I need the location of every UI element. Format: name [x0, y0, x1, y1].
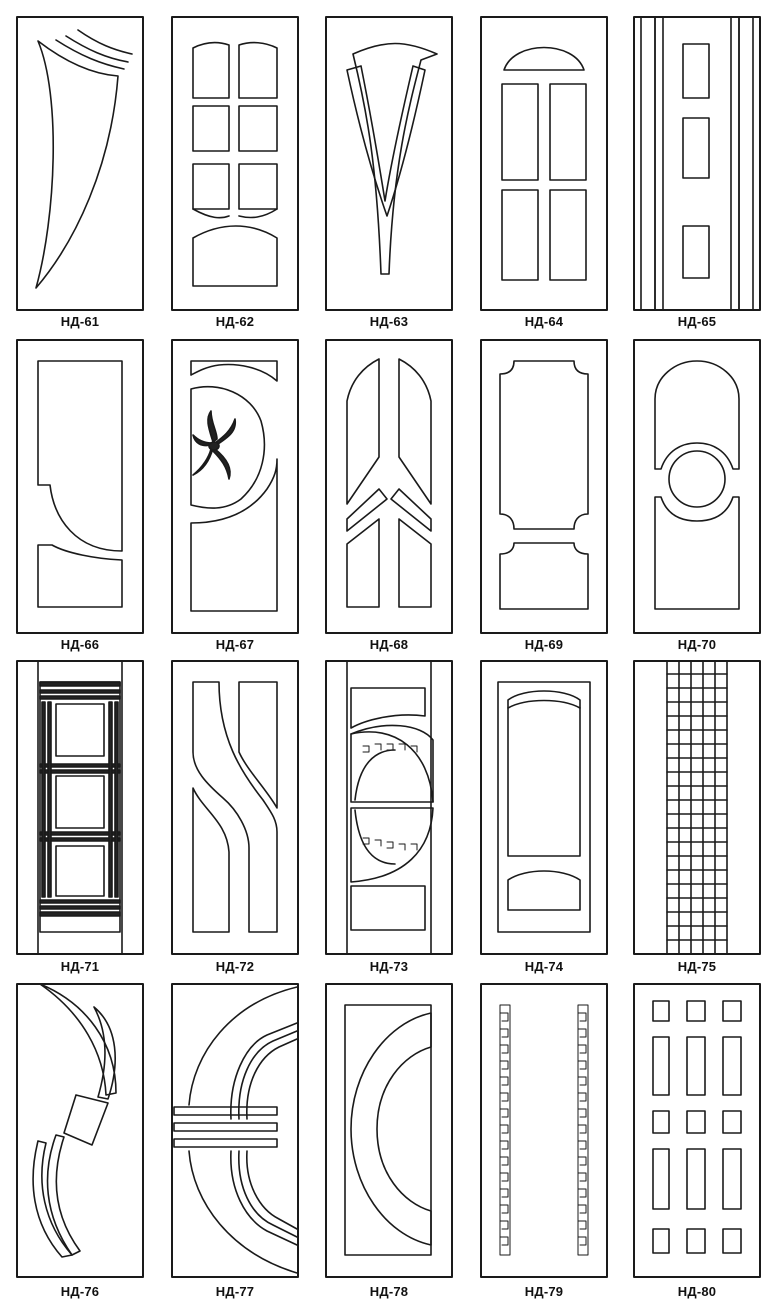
door-drawing-nd-76 [16, 983, 144, 1278]
door-code-label: НД-63 [369, 314, 409, 329]
door-code-label: НД-65 [677, 314, 717, 329]
door-code-label: НД-79 [524, 1284, 564, 1299]
door-drawing-nd-80 [633, 983, 761, 1278]
door-code-label: НД-76 [60, 1284, 100, 1299]
door-code-label: НД-70 [677, 637, 717, 652]
door-code-label: НД-80 [677, 1284, 717, 1299]
door-code-label: НД-72 [215, 959, 255, 974]
door-drawing-nd-61 [16, 16, 144, 311]
door-code-label: НД-74 [524, 959, 564, 974]
door-code-label: НД-78 [369, 1284, 409, 1299]
door-drawing-nd-65 [633, 16, 761, 311]
door-drawing-nd-70 [633, 339, 761, 634]
door-code-label: НД-75 [677, 959, 717, 974]
door-code-label: НД-68 [369, 637, 409, 652]
door-code-label: НД-73 [369, 959, 409, 974]
door-drawing-nd-75 [633, 660, 761, 955]
door-code-label: НД-62 [215, 314, 255, 329]
door-drawing-nd-69 [480, 339, 608, 634]
door-drawing-nd-77 [171, 983, 299, 1278]
door-code-label: НД-71 [60, 959, 100, 974]
door-drawing-nd-72 [171, 660, 299, 955]
door-drawing-nd-68 [325, 339, 453, 634]
door-drawing-nd-64 [480, 16, 608, 311]
door-drawing-nd-73 [325, 660, 453, 955]
door-drawing-nd-78 [325, 983, 453, 1278]
door-code-label: НД-69 [524, 637, 564, 652]
door-code-label: НД-66 [60, 637, 100, 652]
door-drawing-nd-66 [16, 339, 144, 634]
door-drawing-nd-71 [16, 660, 144, 955]
door-drawing-nd-63 [325, 16, 453, 311]
door-code-label: НД-61 [60, 314, 100, 329]
door-drawing-nd-67 [171, 339, 299, 634]
door-code-label: НД-64 [524, 314, 564, 329]
door-code-label: НД-77 [215, 1284, 255, 1299]
door-code-label: НД-67 [215, 637, 255, 652]
door-drawing-nd-62 [171, 16, 299, 311]
door-drawing-nd-79 [480, 983, 608, 1278]
door-drawing-nd-74 [480, 660, 608, 955]
